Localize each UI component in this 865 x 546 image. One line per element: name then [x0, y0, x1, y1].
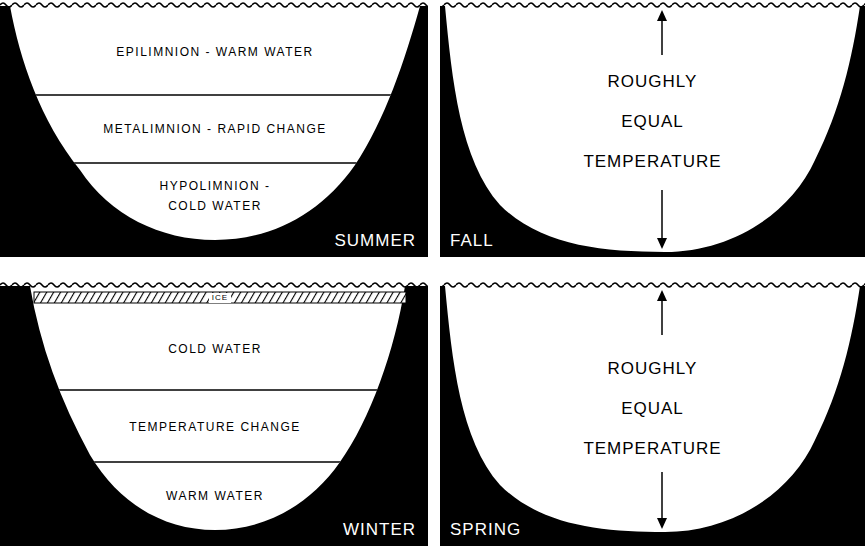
season-label: FALL	[450, 231, 494, 251]
arrow-head	[657, 290, 667, 301]
layer-boundary	[0, 94, 428, 96]
lake-basin: ROUGHLY EQUAL TEMPERATURE	[445, 6, 860, 252]
ice-layer: ICE	[34, 292, 406, 303]
layer-label: METALIMNION - RAPID CHANGE	[103, 119, 326, 139]
depth-arrow	[661, 18, 663, 55]
layer-label: HYPOLIMNION - COLD WATER	[150, 176, 280, 216]
lake-basin	[30, 286, 405, 530]
ice-sheet	[34, 292, 406, 303]
season-label: WINTER	[343, 520, 416, 540]
depth-arrow	[661, 190, 663, 241]
depth-arrow	[661, 298, 663, 335]
water-layer: TEMPERATURE CHANGE	[70, 392, 360, 461]
layer-label: EPILIMNION - WARM WATER	[116, 42, 313, 62]
season-panel: SUMMER EPILIMNION - WARM WATER METALIMNION…	[0, 6, 428, 257]
ground	[0, 6, 428, 257]
water-layer: EPILIMNION - WARM WATER	[40, 10, 390, 94]
layer-boundary	[0, 389, 428, 391]
water-surface	[0, 281, 428, 289]
water-layer: METALIMNION - RAPID CHANGE	[70, 96, 360, 162]
layer-boundary	[0, 162, 428, 164]
lake-label: ROUGHLY EQUAL TEMPERATURE	[578, 62, 728, 182]
layer-label: WARM WATER	[166, 486, 264, 506]
season-panel: FALL ROUGHLY EQUAL TEMPERATURE	[440, 6, 865, 257]
water-layer: HYPOLIMNION - COLD WATER	[110, 164, 320, 238]
arrow-head	[657, 238, 667, 249]
ground	[440, 6, 865, 257]
water-surface	[440, 1, 865, 9]
water-surface	[440, 281, 865, 289]
depth-arrow	[661, 472, 663, 521]
lake-basin	[445, 286, 860, 532]
season-label: SUMMER	[334, 231, 416, 251]
lake-basin: ROUGHLY EQUAL TEMPERATURE	[445, 286, 860, 532]
lake-basin	[445, 6, 860, 252]
ground	[0, 286, 428, 546]
water-layer: COLD WATER	[50, 308, 380, 390]
layer-label: TEMPERATURE CHANGE	[129, 417, 300, 437]
water-layer: WARM WATER	[110, 464, 320, 528]
lake-label: ROUGHLY EQUAL TEMPERATURE	[578, 349, 728, 469]
water-surface	[0, 1, 428, 9]
ice-label: ICE	[209, 293, 231, 303]
layer-label: COLD WATER	[168, 339, 262, 359]
season-panel: WINTER ICE COLD WATER TEMPERATURE CHANGE WAR…	[0, 286, 428, 546]
layer-boundary	[0, 461, 428, 463]
season-label: SPRING	[450, 520, 521, 540]
arrow-head	[657, 518, 667, 529]
ground	[440, 286, 865, 546]
arrow-head	[657, 10, 667, 21]
lake-basin	[10, 6, 420, 240]
season-panel: SPRING ROUGHLY EQUAL TEMPERATURE	[440, 286, 865, 546]
